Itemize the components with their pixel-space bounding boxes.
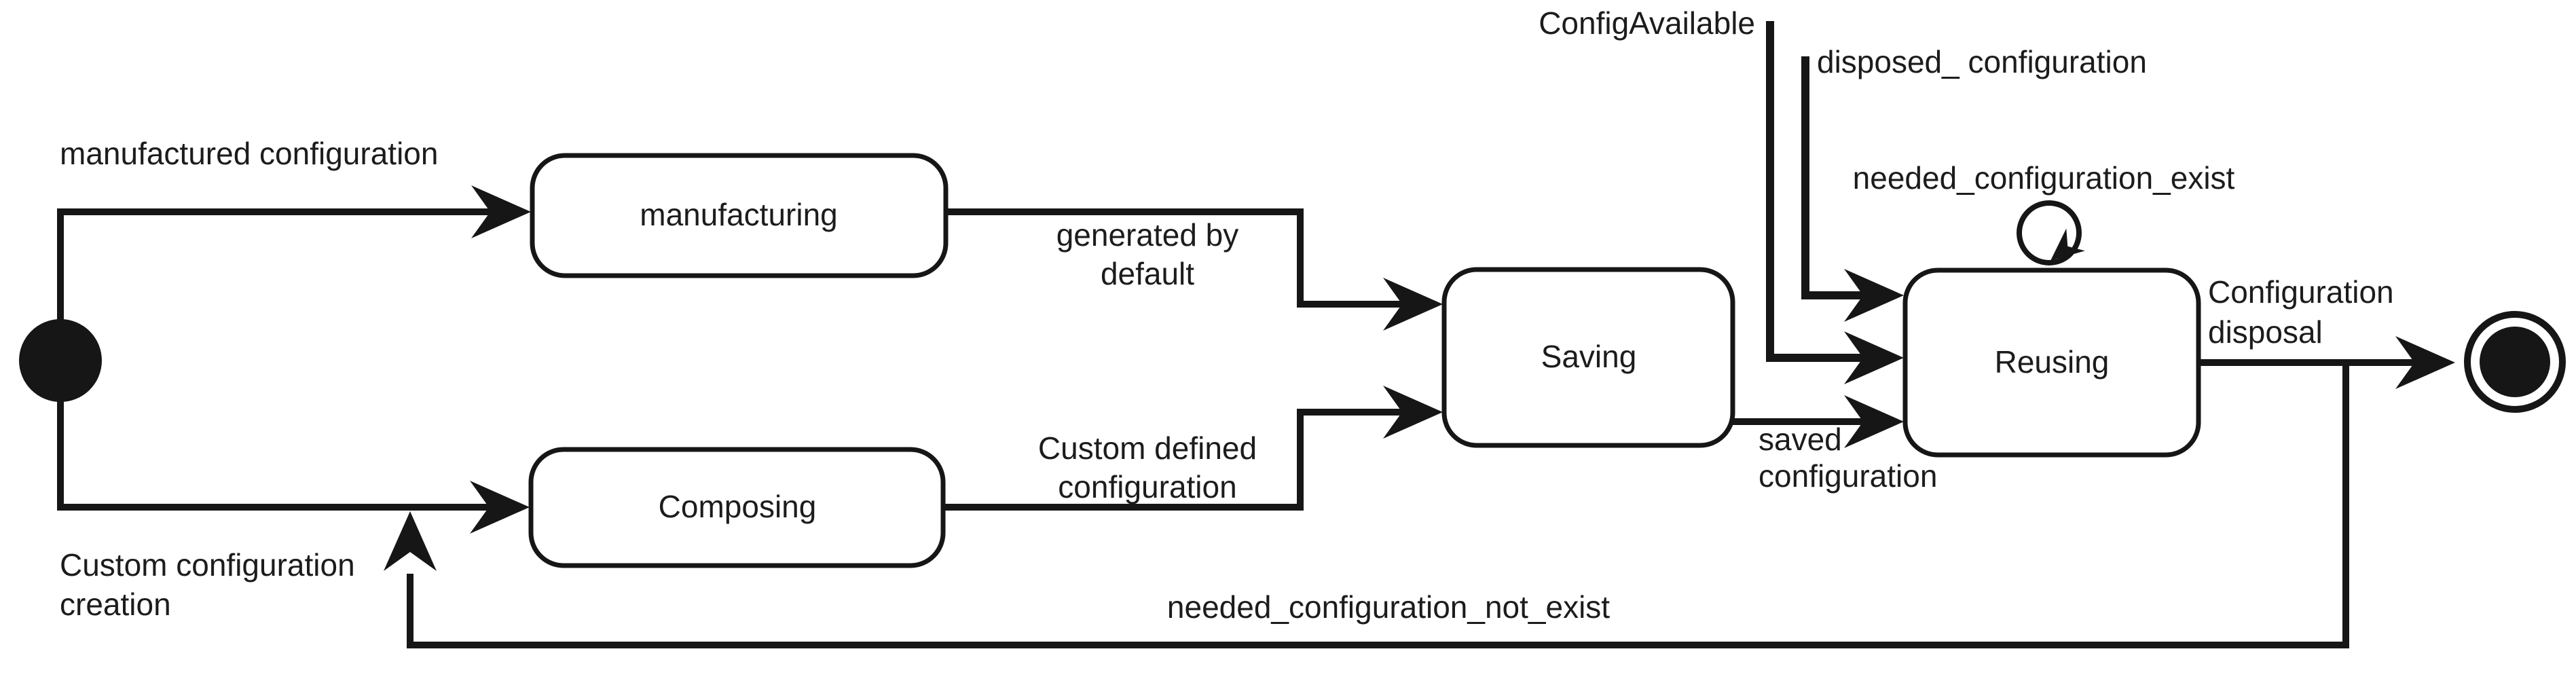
state-composing — [528, 447, 946, 568]
label-disposed-configuration: disposed_ configuration — [1817, 44, 2147, 79]
state-reusing — [1902, 268, 2201, 458]
edge-needed-configuration-not-exist — [407, 363, 2349, 648]
final-state-inner-dot — [2480, 327, 2550, 397]
label-needed-configuration-not-exist: needed_configuration_not_exist — [1167, 589, 1610, 625]
self-loop-icon — [2017, 200, 2082, 265]
label-manufactured-configuration: manufactured configuration — [60, 136, 438, 171]
edge-disposed-configuration — [1801, 56, 1863, 299]
final-state-icon — [2464, 311, 2566, 413]
initial-state-icon — [19, 319, 102, 402]
state-saving — [1441, 267, 1735, 448]
final-state-outer-ring — [2464, 311, 2566, 413]
label-needed-configuration-exist: needed_configuration_exist — [1853, 160, 2235, 196]
edge-generated-by-default — [946, 208, 1402, 308]
label-generated-by-default-line1: generated by — [1056, 217, 1239, 253]
state-label-saving: Saving — [1541, 339, 1637, 374]
state-label-composing: Composing — [659, 489, 817, 524]
label-custom-defined-configuration-line1: Custom defined — [1038, 430, 1257, 466]
label-custom-configuration-creation-line1: Custom configuration — [60, 547, 355, 583]
label-configuration-disposal-line2: disposal — [2208, 314, 2323, 350]
label-saved-configuration-line2: configuration — [1759, 458, 1937, 494]
label-config-available: ConfigAvailable — [1539, 5, 1755, 41]
label-generated-by-default-line2: default — [1101, 256, 1194, 291]
edge-custom-defined-configuration — [943, 409, 1402, 511]
label-custom-configuration-creation-line2: creation — [60, 587, 171, 622]
state-label-manufacturing: manufacturing — [640, 197, 838, 232]
state-manufacturing — [530, 153, 949, 278]
label-configuration-disposal-line1: Configuration — [2208, 274, 2394, 310]
label-saved-configuration-line1: saved — [1759, 422, 1842, 457]
edge-config-available — [1766, 21, 1863, 362]
label-custom-defined-configuration-line2: configuration — [1058, 469, 1236, 504]
state-label-reusing: Reusing — [1995, 344, 2110, 380]
